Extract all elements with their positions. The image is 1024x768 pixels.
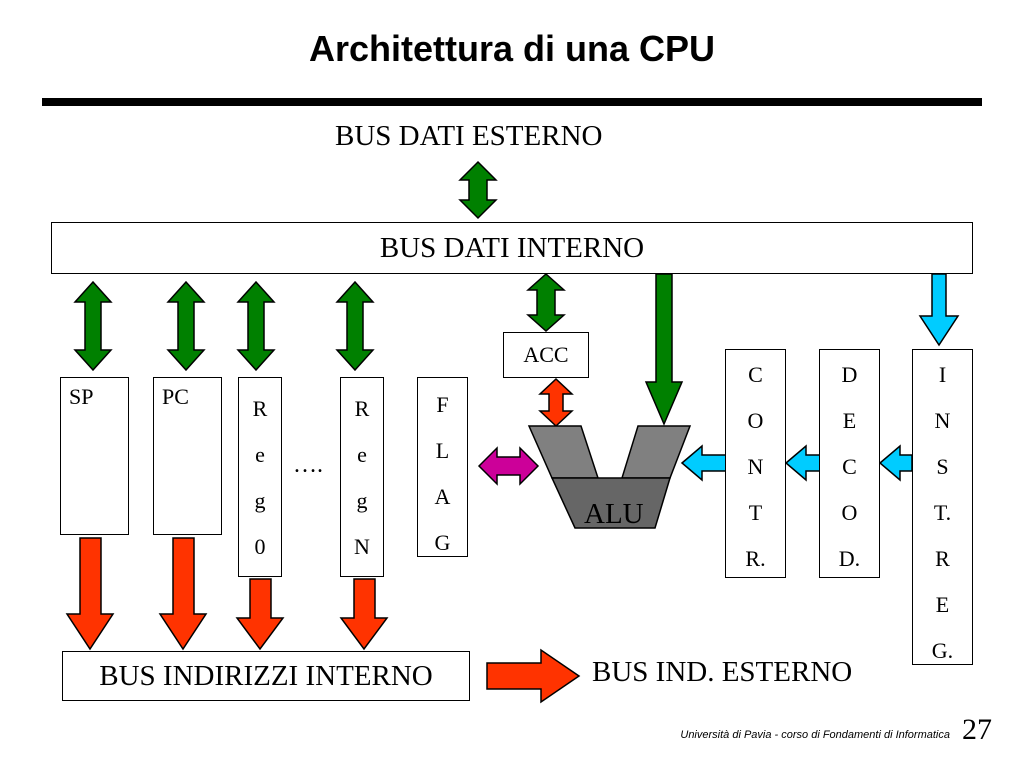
instreg-char: I	[938, 362, 947, 387]
decod-char: D.	[838, 546, 861, 571]
contr-char: C	[748, 362, 763, 387]
reg0-data-arrow	[236, 280, 276, 372]
regn-data-arrow	[335, 280, 375, 372]
flag-char: G	[434, 530, 451, 555]
acc-data-arrow	[526, 272, 566, 333]
sp-data-arrow	[73, 280, 113, 372]
alu-top-right	[620, 425, 692, 479]
slide-title: Architettura di una CPU	[308, 28, 716, 69]
bus-dati-interno-label: BUS DATI INTERNO	[379, 231, 645, 264]
instreg-char: G.	[931, 638, 954, 663]
decod-char: E	[842, 408, 857, 433]
regn-register: R e g N	[340, 377, 384, 577]
decod-char: O	[841, 500, 858, 525]
decod-contr-arrow	[784, 444, 821, 482]
flag-char: A	[434, 484, 451, 509]
reg0-char: R	[252, 396, 268, 421]
contr-char: N	[747, 454, 764, 479]
sp-register: SP	[60, 377, 129, 535]
instreg-input-arrow	[918, 273, 960, 347]
regn-char: e	[357, 442, 367, 467]
instreg-decod-arrow	[878, 444, 913, 482]
flag-char: L	[435, 438, 450, 463]
reg0-char: 0	[254, 534, 266, 559]
regn-char: N	[354, 534, 370, 559]
ext-data-bus-arrow	[458, 160, 498, 220]
instreg-char: T.	[933, 500, 952, 525]
alu-body	[550, 477, 672, 529]
reg0-char: g	[254, 488, 266, 513]
bus-dati-interno: BUS DATI INTERNO	[51, 222, 973, 274]
pc-data-arrow	[166, 280, 206, 372]
contr-char: R.	[745, 546, 766, 571]
sp-label: SP	[69, 384, 94, 409]
reg0-register: R e g 0	[238, 377, 282, 577]
contr-unit: C O N T R.	[725, 349, 786, 578]
bus-dati-esterno-label: BUS DATI ESTERNO	[335, 120, 603, 152]
flag-char: F	[436, 392, 449, 417]
acc-label: ACC	[523, 342, 569, 367]
sp-address-arrow	[65, 537, 115, 651]
alu-top-left	[527, 425, 600, 479]
slide-footer: Università di Pavia - corso di Fondament…	[680, 729, 950, 741]
flag-register: F L A G	[417, 377, 468, 557]
pc-address-arrow	[158, 537, 208, 651]
title-divider	[42, 98, 982, 106]
contr-alu-arrow	[680, 444, 727, 482]
regn-char: R	[354, 396, 370, 421]
instruction-register: I N S T. R E G.	[912, 349, 973, 665]
contr-char: T	[748, 500, 763, 525]
page-number: 27	[962, 713, 992, 746]
instreg-char: S	[936, 454, 949, 479]
instreg-char: E	[935, 592, 950, 617]
regn-char: g	[356, 488, 368, 513]
pc-register: PC	[153, 377, 222, 535]
regn-address-arrow	[339, 578, 389, 651]
registers-ellipsis: ….	[293, 452, 323, 478]
reg0-address-arrow	[235, 578, 285, 651]
bus-to-alu-arrow	[644, 273, 684, 426]
instreg-char: N	[934, 408, 951, 433]
acc-register: ACC	[503, 332, 589, 378]
decod-char: D	[841, 362, 858, 387]
pc-label: PC	[162, 384, 189, 409]
alu-label: ALU	[584, 498, 644, 530]
reg0-char: e	[255, 442, 265, 467]
contr-char: O	[747, 408, 764, 433]
instreg-char: R	[935, 546, 950, 571]
addr-bus-external-arrow	[486, 648, 581, 704]
bus-ind-esterno-label: BUS IND. ESTERNO	[592, 656, 853, 688]
bus-indirizzi-interno: BUS INDIRIZZI INTERNO	[62, 651, 470, 701]
decod-unit: D E C O D.	[819, 349, 880, 578]
acc-alu-arrow	[538, 377, 574, 428]
decod-char: C	[842, 454, 857, 479]
flag-alu-arrow	[477, 446, 540, 486]
bus-indirizzi-interno-label: BUS INDIRIZZI INTERNO	[99, 659, 433, 692]
